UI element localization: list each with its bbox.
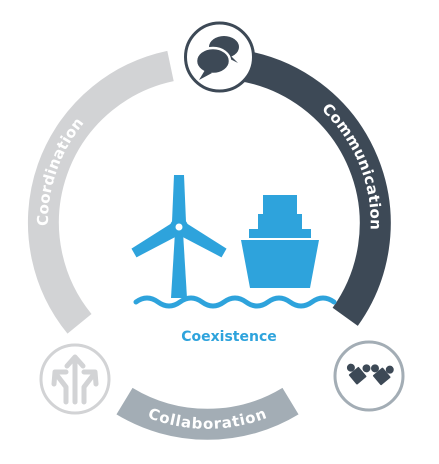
ship bbox=[241, 195, 319, 288]
communication-arc bbox=[239, 50, 391, 326]
center-label: Coexistence bbox=[181, 329, 277, 345]
coordination-node bbox=[39, 343, 111, 415]
collaboration-arc bbox=[116, 387, 299, 440]
communication-node bbox=[184, 21, 255, 93]
wind-turbine-ship-icon bbox=[131, 175, 337, 309]
ring bbox=[27, 50, 391, 440]
coordination-arc bbox=[27, 50, 174, 334]
speech-bubbles-icon bbox=[194, 36, 239, 80]
wind-turbine bbox=[131, 175, 227, 298]
collaboration-node bbox=[333, 340, 405, 412]
puzzle-pieces-icon bbox=[346, 363, 394, 386]
diverging-arrows-icon bbox=[51, 354, 99, 405]
waves bbox=[133, 295, 337, 309]
